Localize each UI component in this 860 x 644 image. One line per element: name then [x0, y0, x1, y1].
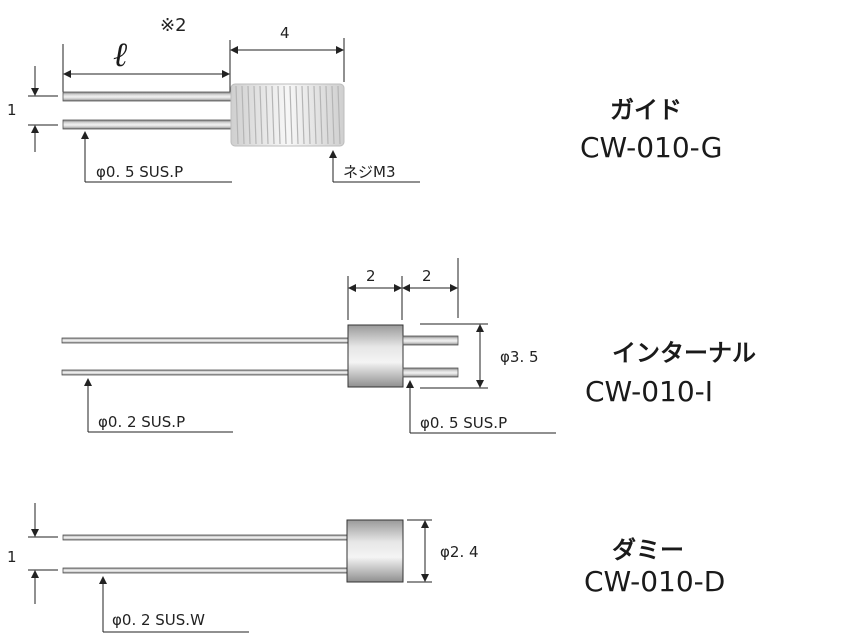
guide-figure: ※2 ℓ 4 1 φ0. 5 SUS.P ネジM3 ガイド: [7, 15, 722, 183]
thread-ridge: [271, 85, 275, 145]
wire-spec-left-label: φ0. 2 SUS.P: [98, 413, 185, 431]
dummy-body: [346, 519, 404, 583]
dummy-code: CW-010-D: [584, 565, 725, 598]
internal-body: [347, 324, 404, 388]
wire-spec-right-label: φ0. 5 SUS.P: [420, 414, 507, 432]
internal-code: CW-010-I: [585, 375, 713, 408]
thread-ridge: [235, 85, 239, 145]
guide-wire-top: [62, 91, 232, 102]
thread-ridge: [337, 85, 341, 145]
thread-ridge: [253, 85, 257, 145]
internal-wire-top: [61, 337, 349, 344]
thread-ridge: [301, 85, 305, 145]
guide-name: ガイド: [610, 96, 682, 124]
diameter-label: φ3. 5: [500, 348, 539, 366]
internal-pin-bottom: [402, 367, 459, 378]
thread-ridge: [289, 85, 293, 145]
thread-ridge: [277, 85, 281, 145]
body-length-label: 2: [366, 267, 376, 285]
thread-ridge: [295, 85, 299, 145]
dummy-diameter-label: φ2. 4: [440, 543, 479, 561]
thread-length-label: 4: [280, 24, 290, 42]
length-symbol: ℓ: [113, 35, 127, 75]
thread-ridge: [313, 85, 317, 145]
thread-ridge: [283, 85, 287, 145]
guide-threaded-body: [230, 83, 345, 147]
thread-ridge: [265, 85, 269, 145]
thread-ridge: [307, 85, 311, 145]
dummy-wire-bottom: [62, 567, 348, 574]
pitch-label: 1: [7, 101, 17, 119]
thread-ridge: [325, 85, 329, 145]
internal-pin-top: [402, 335, 459, 346]
thread-ridge: [259, 85, 263, 145]
internal-name: インターナル: [612, 339, 756, 367]
thread-ridge: [331, 85, 335, 145]
note-mark: ※2: [160, 15, 187, 36]
thread-ridge: [319, 85, 323, 145]
wire-spec-label: φ0. 5 SUS.P: [96, 163, 183, 181]
dummy-pitch-label: 1: [7, 548, 17, 566]
thread-ridge: [247, 85, 251, 145]
pin-length-label: 2: [422, 267, 432, 285]
thread-ridge: [241, 85, 245, 145]
dummy-wire-spec-label: φ0. 2 SUS.W: [112, 611, 205, 629]
dummy-wire-top: [62, 534, 348, 541]
dummy-name: ダミー: [612, 536, 684, 564]
thread-spec-label: ネジM3: [343, 163, 396, 181]
internal-figure: 2 2 φ3. 5 φ0. 2 SUS.P φ0. 5 SUS.P インターナル…: [61, 258, 756, 434]
guide-wire-bottom: [62, 119, 232, 130]
guide-code: CW-010-G: [580, 131, 722, 164]
dummy-figure: φ2. 4 1 φ0. 2 SUS.W ダミー CW-010-D: [7, 503, 725, 633]
internal-wire-bottom: [61, 369, 349, 376]
